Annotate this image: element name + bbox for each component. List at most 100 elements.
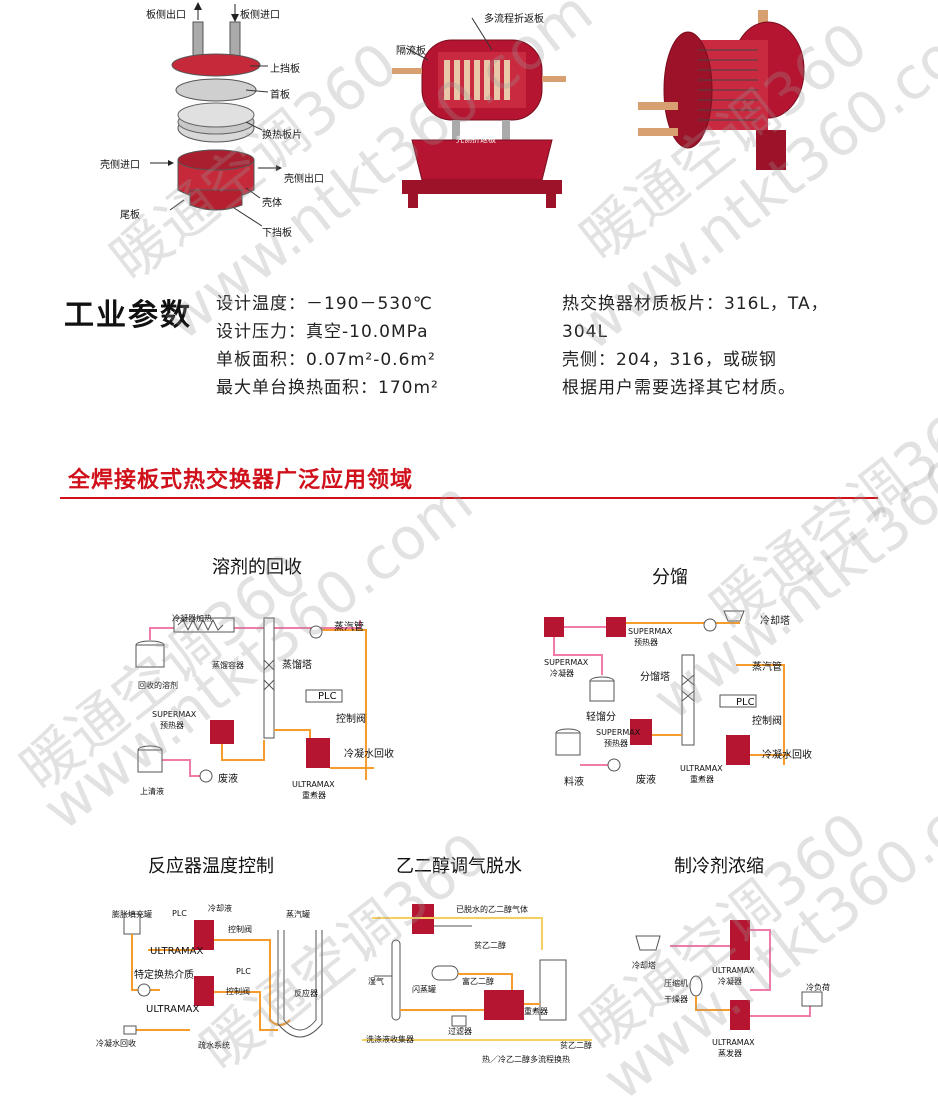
solvent-recovered: 回收的溶剂 bbox=[138, 681, 178, 690]
refrig-ultramax2: ULTRAMAX bbox=[712, 1038, 755, 1047]
glycol-regen: 重煮器 bbox=[524, 1007, 548, 1016]
refrig-flow-diagram bbox=[635, 920, 823, 1030]
param-shell: 壳侧：204，316，或碳钢 bbox=[562, 350, 777, 370]
lower-baffle-label: 下挡板 bbox=[262, 228, 292, 239]
fraction-condenser: 冷凝器 bbox=[550, 669, 574, 678]
title-divider bbox=[60, 497, 878, 499]
solvent-steam: 蒸汽管 bbox=[334, 622, 364, 633]
refrig-evaporator: 蒸发器 bbox=[718, 1049, 742, 1058]
multi-pass-label: 多流程折返板 bbox=[484, 14, 544, 25]
fraction-plc: PLC bbox=[736, 697, 755, 708]
upper-baffle-label: 上挡板 bbox=[270, 64, 300, 75]
refrig-cold-load: 冷负荷 bbox=[806, 983, 830, 992]
applications-title: 全焊接板式热交换器广泛应用领域 bbox=[68, 468, 414, 493]
glycol-rich: 富乙二醇 bbox=[462, 977, 494, 986]
solvent-tower: 蒸馏塔 bbox=[282, 660, 312, 671]
fraction-valve: 控制阀 bbox=[752, 716, 782, 727]
solvent-ultramax: ULTRAMAX bbox=[292, 780, 335, 789]
reactor-expansion: 膨胀填充罐 bbox=[112, 910, 152, 919]
fraction-cooltower: 冷却塔 bbox=[760, 616, 790, 627]
fraction-tower: 分馏塔 bbox=[640, 672, 670, 683]
fraction-title: 分馏 bbox=[652, 567, 688, 588]
fraction-light: 轻馏分 bbox=[586, 712, 616, 723]
reactor-medium: 特定换热介质 bbox=[134, 970, 194, 981]
params-left: 设计温度：－190－530℃ 设计压力：真空-10.0MPa 单板面积：0.07… bbox=[216, 290, 439, 402]
params-right: 热交换器材质板片：316L，TA， 304L 壳侧：204，316，或碳钢 根据… bbox=[562, 290, 829, 402]
reactor-flow-diagram bbox=[123, 913, 323, 1038]
solvent-valve: 控制阀 bbox=[336, 714, 366, 725]
fraction-cond-return: 冷凝水回收 bbox=[762, 750, 812, 761]
reactor-plc2: PLC bbox=[236, 967, 251, 976]
params-heading: 工业参数 bbox=[64, 298, 192, 333]
glycol-title: 乙二醇调气脱水 bbox=[396, 856, 522, 877]
plate-inlet-label: 板侧进口 bbox=[240, 10, 280, 21]
fraction-supermax3: SUPERMAX bbox=[596, 728, 641, 737]
tail-plate-label: 尾板 bbox=[120, 210, 140, 221]
solvent-condenser: 蒸馏容器 bbox=[212, 661, 244, 670]
head-plate-label: 首板 bbox=[270, 90, 290, 101]
reactor-valve2: 控制阀 bbox=[226, 987, 250, 996]
glycol-filter: 过滤器 bbox=[448, 1027, 472, 1036]
glycol-flash: 闪蒸罐 bbox=[412, 985, 436, 994]
solvent-cool-heat: 冷凝器加热 bbox=[172, 614, 212, 623]
refrig-cooltower: 冷却塔 bbox=[632, 961, 656, 970]
param-pressure: 设计压力：真空-10.0MPa bbox=[216, 322, 429, 342]
partition-label: 隔流板 bbox=[396, 46, 426, 57]
refrig-condenser: 冷凝器 bbox=[718, 977, 742, 986]
heat-plates-label: 换热板片 bbox=[262, 130, 302, 141]
glycol-dry-gas: 已脱水的乙二醇气体 bbox=[456, 905, 528, 914]
param-custom: 根据用户需要选择其它材质。 bbox=[562, 378, 796, 398]
glycol-flow-diagram bbox=[362, 904, 592, 1041]
plate-outlet-label: 板侧出口 bbox=[146, 10, 186, 21]
fraction-preheater1: 预热器 bbox=[634, 638, 658, 647]
shell-outlet-label: 壳侧出口 bbox=[284, 174, 324, 185]
glycol-gas: 湿气 bbox=[368, 977, 384, 986]
glycol-lean: 贫乙二醇 bbox=[474, 941, 506, 950]
exploded-diagram bbox=[150, 2, 282, 227]
solvent-reboiler: 重煮器 bbox=[302, 791, 326, 800]
solvent-waste: 废液 bbox=[218, 774, 238, 785]
reactor-cond-return: 冷凝水回收 bbox=[96, 1039, 136, 1048]
param-temp: 设计温度：－190－530℃ bbox=[216, 294, 433, 314]
param-material: 热交换器材质板片：316L，TA， bbox=[562, 294, 829, 314]
glycol-wash: 洗涤液收集器 bbox=[366, 1035, 414, 1044]
reactor-coolant: 冷却液 bbox=[208, 904, 232, 913]
param-plate-area: 单板面积：0.07m²-0.6m² bbox=[216, 350, 436, 370]
solvent-flow-diagram bbox=[135, 617, 374, 783]
exchanger-open-image bbox=[638, 10, 805, 170]
fraction-preheater3: 预热器 bbox=[604, 739, 628, 748]
fraction-waste: 废液 bbox=[636, 775, 656, 786]
refrig-dryer: 干燥器 bbox=[664, 995, 688, 1004]
fraction-reboiler: 重煮器 bbox=[690, 775, 714, 784]
fraction-feed: 料液 bbox=[564, 777, 584, 788]
reactor-drain: 疏水系统 bbox=[198, 1041, 230, 1050]
refrig-compressor: 压缩机 bbox=[664, 979, 688, 988]
shell-body-label: 壳体 bbox=[262, 198, 282, 209]
fraction-steam: 蒸汽管 bbox=[752, 662, 782, 673]
shell-inlet-label: 壳侧进口 bbox=[100, 160, 140, 171]
solvent-plc: PLC bbox=[318, 691, 337, 702]
solvent-title: 溶剂的回收 bbox=[212, 557, 302, 578]
reactor-valve1: 控制阀 bbox=[228, 925, 252, 934]
shell-return-label: 壳侧折返板 bbox=[456, 135, 496, 144]
reactor-ultramax2: ULTRAMAX bbox=[146, 1004, 200, 1015]
reactor-ultramax1: ULTRAMAX bbox=[150, 946, 204, 957]
exchanger-stand-image bbox=[392, 17, 566, 208]
fraction-flow-diagram bbox=[544, 610, 790, 772]
solvent-clean: 上清液 bbox=[140, 787, 164, 796]
fraction-supermax1: SUPERMAX bbox=[628, 627, 673, 636]
reactor-title: 反应器温度控制 bbox=[148, 856, 274, 877]
fraction-supermax2: SUPERMAX bbox=[544, 658, 589, 667]
reactor-reactor: 反应器 bbox=[294, 989, 318, 998]
solvent-supermax: SUPERMAX bbox=[152, 710, 197, 719]
param-max-area: 最大单台换热面积：170m² bbox=[216, 378, 439, 398]
reactor-plc1: PLC bbox=[172, 909, 187, 918]
refrig-ultramax1: ULTRAMAX bbox=[712, 966, 755, 975]
fraction-ultramax: ULTRAMAX bbox=[680, 764, 723, 773]
solvent-cond-return: 冷凝水回收 bbox=[344, 749, 394, 760]
glycol-bottom: 热／冷乙二醇多流程换热 bbox=[482, 1055, 570, 1064]
solvent-preheater: 预热器 bbox=[160, 721, 184, 730]
glycol-lean2: 贫乙二醇 bbox=[560, 1041, 592, 1050]
param-material-2: 304L bbox=[562, 322, 608, 342]
reactor-steam-tank: 蒸汽罐 bbox=[286, 910, 310, 919]
